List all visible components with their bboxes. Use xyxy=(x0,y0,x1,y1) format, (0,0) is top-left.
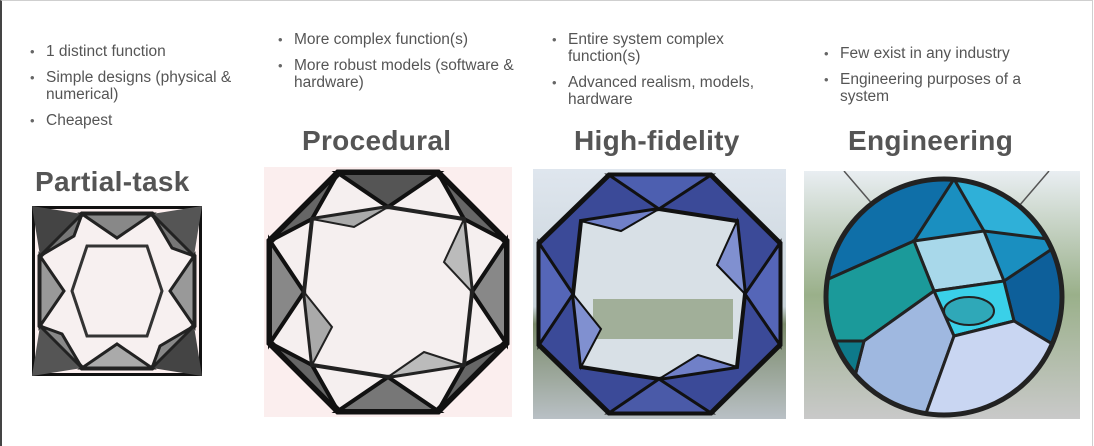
column-title: High-fidelity xyxy=(574,125,740,156)
bullet-item: Cheapest xyxy=(26,112,246,129)
column-procedural: More complex function(s) More robust mod… xyxy=(274,31,524,100)
column-title: Partial-task xyxy=(35,166,190,197)
stained-glass-window-icon xyxy=(804,171,1080,419)
bullet-item: 1 distinct function xyxy=(26,43,246,60)
bullet-item: Entire system complex function(s) xyxy=(548,31,793,65)
octagon-gem-sketch-square-icon xyxy=(32,206,202,376)
column-high-fidelity: Entire system complex function(s) Advanc… xyxy=(548,31,793,117)
bullet-item: Advanced realism, models, hardware xyxy=(548,74,793,108)
bullet-item: Simple designs (physical & numerical) xyxy=(26,69,246,103)
column-partial-task: 1 distinct function Simple designs (phys… xyxy=(26,43,246,138)
octagon-gem-blue-glass-icon xyxy=(533,169,786,419)
bullet-list: More complex function(s) More robust mod… xyxy=(274,31,524,91)
bullet-list: 1 distinct function Simple designs (phys… xyxy=(26,43,246,129)
bullet-item: Few exist in any industry xyxy=(820,45,1070,62)
octagon-gem-sketch-icon xyxy=(264,167,512,417)
bullet-item: Engineering purposes of a system xyxy=(820,71,1070,105)
bullet-list: Few exist in any industry Engineering pu… xyxy=(820,45,1070,105)
bullet-item: More robust models (software & hardware) xyxy=(274,57,524,91)
bullet-item: More complex function(s) xyxy=(274,31,524,48)
column-title: Engineering xyxy=(848,125,1014,156)
bullet-list: Entire system complex function(s) Advanc… xyxy=(548,31,793,108)
column-title: Procedural xyxy=(302,125,452,156)
column-engineering: Few exist in any industry Engineering pu… xyxy=(820,45,1070,114)
